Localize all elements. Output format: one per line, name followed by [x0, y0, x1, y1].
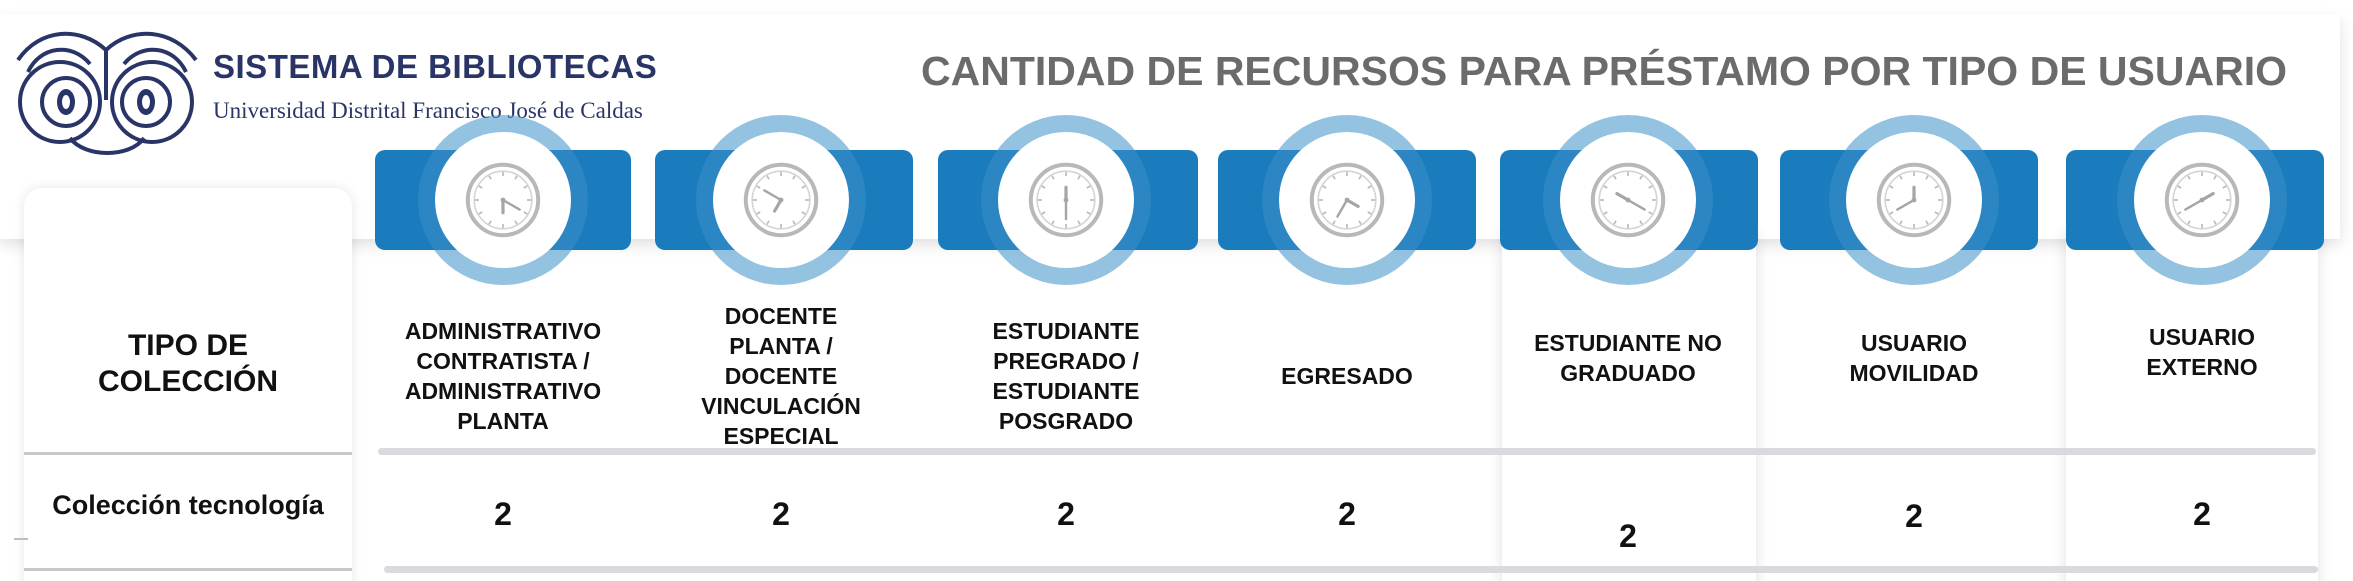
divider	[24, 568, 352, 571]
cell-value: 2	[1057, 496, 1075, 532]
divider	[24, 452, 352, 455]
clock-icon	[1590, 162, 1666, 238]
column-header-line: MOVILIDAD	[1849, 360, 1979, 386]
clock-icon	[1309, 162, 1385, 238]
header-separator	[378, 448, 2316, 455]
clock-icon	[1876, 162, 1952, 238]
row-label: Colección tecnología	[52, 490, 324, 520]
column-header-line: ESTUDIANTE	[992, 318, 1140, 344]
column-card-usuario-externo	[2066, 230, 2318, 581]
cell-value: 2	[1905, 498, 1923, 534]
brand-subtitle: Universidad Distrital Francisco José de …	[213, 98, 643, 123]
column-header-line: ADMINISTRATIVO	[404, 378, 602, 404]
clock-icon	[1028, 162, 1104, 238]
divider	[14, 538, 28, 540]
column-header-line: GRADUADO	[1560, 360, 1696, 386]
cell-value: 2	[1619, 518, 1637, 554]
collection-type-header-line: TIPO DE	[127, 329, 248, 362]
column-header-line: PLANTA	[457, 408, 549, 434]
column-header-line: ESTUDIANTE	[992, 378, 1140, 404]
column-header-line: EGRESADO	[1281, 363, 1413, 389]
column-header-administrativo: ADMINISTRATIVO CONTRATISTA / ADMINISTRATIV…	[363, 316, 643, 436]
column-header-line: USUARIO	[2148, 324, 2256, 350]
column-header-egresado: EGRESADO	[1207, 361, 1487, 391]
clock-icon	[2164, 162, 2240, 238]
clock-icon	[465, 162, 541, 238]
brand-title: SISTEMA DE BIBLIOTECAS	[213, 48, 658, 85]
page-title: CANTIDAD DE RECURSOS PARA PRÉSTAMO POR T…	[921, 48, 2287, 94]
column-header-usuario: USUARIO MOVILIDAD	[1774, 328, 2054, 388]
column-header-line: ESPECIAL	[723, 423, 839, 449]
owl-icon	[16, 31, 198, 155]
column-header-docente: DOCENTE PLANTA / DOCENTE VINCULACIÓN ESPECIA…	[641, 301, 921, 451]
column-header-line: USUARIO	[1860, 330, 1968, 356]
cell-value: 2	[494, 496, 512, 532]
cell-value: 2	[1338, 496, 1356, 532]
column-header-line: ESTUDIANTE NO	[1534, 330, 1722, 356]
column-header-line: PLANTA /	[729, 333, 833, 359]
column-header-line: EXTERNO	[2146, 354, 2258, 380]
column-header-usuario: USUARIO EXTERNO	[2062, 322, 2342, 382]
column-header-line: PREGRADO /	[993, 348, 1139, 374]
column-header-estudiante: ESTUDIANTE PREGRADO / ESTUDIANTE POSGRADO	[926, 316, 1206, 436]
column-header-line: ADMINISTRATIVO	[404, 318, 602, 344]
column-header-line: CONTRATISTA /	[416, 348, 590, 374]
collection-type-header-line: COLECCIÓN	[98, 365, 278, 398]
column-header-estudiante-no: ESTUDIANTE NO GRADUADO	[1488, 328, 1768, 388]
row-separator	[384, 566, 2318, 573]
column-header-line: DOCENTE	[724, 363, 838, 389]
column-header-line: DOCENTE	[724, 303, 838, 329]
cell-value: 2	[2193, 496, 2211, 532]
cell-value: 2	[772, 496, 790, 532]
clock-icon	[743, 162, 819, 238]
column-card-estudiante-no-graduado	[1502, 230, 1756, 581]
column-header-line: VINCULACIÓN	[701, 393, 861, 419]
column-header-line: POSGRADO	[998, 408, 1134, 434]
